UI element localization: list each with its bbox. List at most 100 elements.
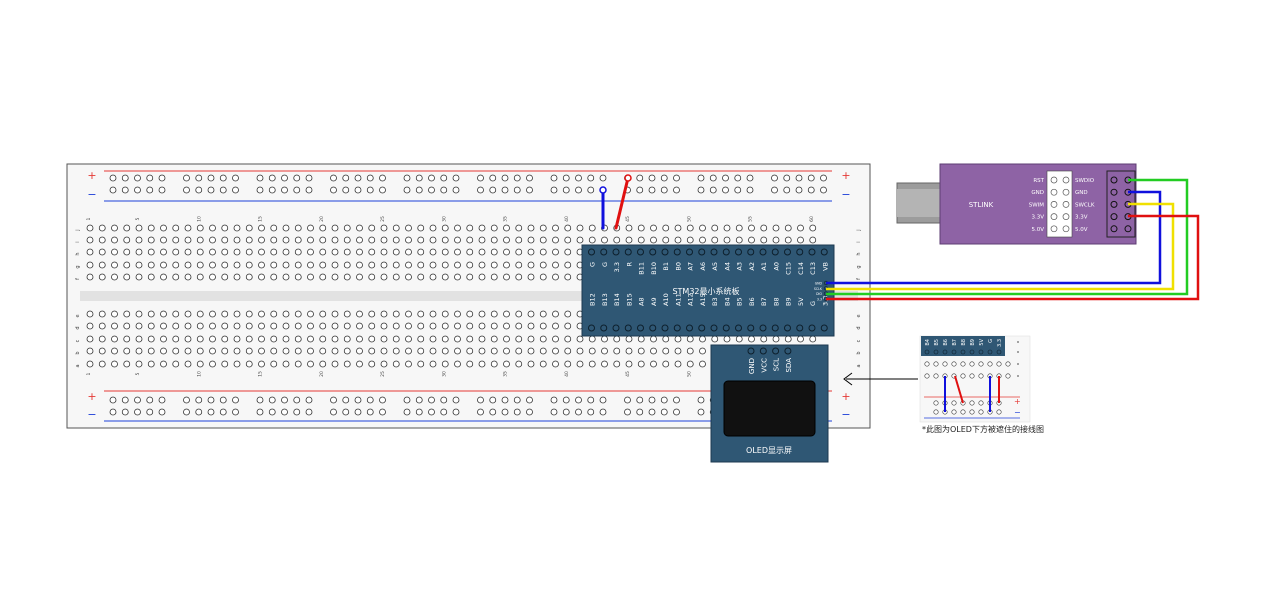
rail-hole (575, 174, 582, 182)
breadboard-hole (527, 224, 535, 232)
breadboard-hole (172, 236, 180, 244)
rail-hole (379, 408, 386, 416)
rail-hole (709, 174, 717, 182)
rail-hole (428, 396, 435, 404)
stlink-left-label: RST (1033, 178, 1044, 184)
inset-edge-dot (1017, 341, 1019, 343)
rail-hole (403, 174, 411, 182)
breadboard-hole (539, 335, 547, 343)
breadboard-hole (699, 236, 706, 244)
stm32-bottom-pin-label: A10 (662, 293, 670, 306)
breadboard-hole (258, 261, 265, 269)
stlink-header-pin (1110, 213, 1118, 221)
breadboard-hole (380, 273, 388, 281)
stlink-label-dot (1050, 213, 1058, 220)
breadboard-hole (86, 360, 94, 368)
column-number-bottom: 25 (380, 371, 386, 377)
stlink-right-label: SWCLK (1075, 202, 1095, 208)
breadboard-hole (258, 360, 265, 368)
column-number-bottom: 10 (196, 371, 202, 377)
breadboard-hole (539, 322, 547, 330)
stm32-top-pin-label: C13 (809, 262, 817, 275)
breadboard-hole (564, 360, 572, 368)
breadboard-hole (221, 261, 229, 269)
breadboard-hole (441, 335, 449, 343)
breadboard-hole (245, 360, 253, 368)
breadboard-hole (490, 335, 498, 343)
breadboard-hole (809, 236, 817, 244)
rail-hole (305, 186, 313, 194)
stm32-top-pin (588, 248, 595, 256)
rail-hole (746, 174, 754, 182)
stm32-bottom-pin-label: B4 (723, 297, 731, 306)
breadboard-hole (172, 322, 180, 330)
top-right-plus: + (841, 169, 850, 182)
rail-hole (109, 408, 117, 416)
breadboard-hole (429, 273, 437, 281)
stlink-left-label: 3.3V (1031, 215, 1044, 221)
breadboard-hole (270, 322, 278, 330)
breadboard-hole (135, 335, 143, 343)
usb-plug-inner (897, 189, 941, 217)
oled-pin-label: VCC (760, 358, 768, 373)
rail-hole (501, 174, 509, 182)
breadboard-hole (552, 360, 559, 368)
stm32-bottom-pin (649, 324, 657, 332)
stlink-label-dot (1050, 176, 1058, 184)
breadboard-hole (319, 248, 327, 256)
breadboard-hole (343, 347, 351, 355)
oled-pin-label: SCL (773, 358, 781, 371)
rail-hole (379, 186, 386, 194)
rail-hole (330, 174, 337, 182)
stlink-left-label: SWIM (1029, 202, 1045, 208)
inset-hole (960, 373, 966, 379)
breadboard-hole (135, 310, 143, 318)
breadboard-hole (625, 335, 633, 343)
rail-hole (366, 396, 374, 404)
breadboard-hole (111, 335, 118, 343)
breadboard-hole (392, 322, 400, 330)
breadboard-hole (307, 322, 314, 330)
stm32-bottom-pin (710, 324, 718, 332)
breadboard-hole (515, 224, 523, 232)
breadboard-hole (270, 224, 278, 232)
breadboard-hole (331, 224, 339, 232)
breadboard-hole (503, 248, 510, 256)
stm32-top-pin (698, 248, 706, 256)
breadboard-hole (466, 335, 474, 343)
stm32-bottom-pin-label: B9 (785, 297, 793, 306)
stm32-top-pin (649, 248, 657, 256)
rail-hole (256, 396, 264, 404)
breadboard-hole (490, 224, 498, 232)
breadboard-hole (686, 335, 694, 343)
rail-hole (673, 174, 680, 182)
breadboard-hole (123, 322, 131, 330)
breadboard-hole (209, 310, 216, 318)
row-letter-right: i (856, 241, 862, 242)
breadboard-hole (184, 347, 192, 355)
breadboard-hole (282, 273, 290, 281)
breadboard-hole (221, 335, 229, 343)
rail-hole (562, 186, 570, 194)
breadboard-hole (111, 236, 118, 244)
breadboard-hole (564, 248, 572, 256)
breadboard-hole (429, 248, 437, 256)
breadboard-hole (86, 335, 94, 343)
column-number-top: 20 (319, 216, 325, 222)
breadboard-hole (417, 261, 425, 269)
breadboard-hole (490, 310, 498, 318)
rail-hole (121, 186, 129, 194)
inset-minus: − (1014, 408, 1021, 417)
breadboard-hole (527, 236, 535, 244)
rail-hole (293, 396, 301, 404)
rail-hole (403, 396, 411, 404)
breadboard-hole (184, 273, 192, 281)
rail-hole (121, 408, 129, 416)
breadboard-hole (172, 273, 180, 281)
oled-pin (747, 347, 755, 355)
breadboard-hole (503, 236, 510, 244)
rail-hole (354, 408, 362, 416)
